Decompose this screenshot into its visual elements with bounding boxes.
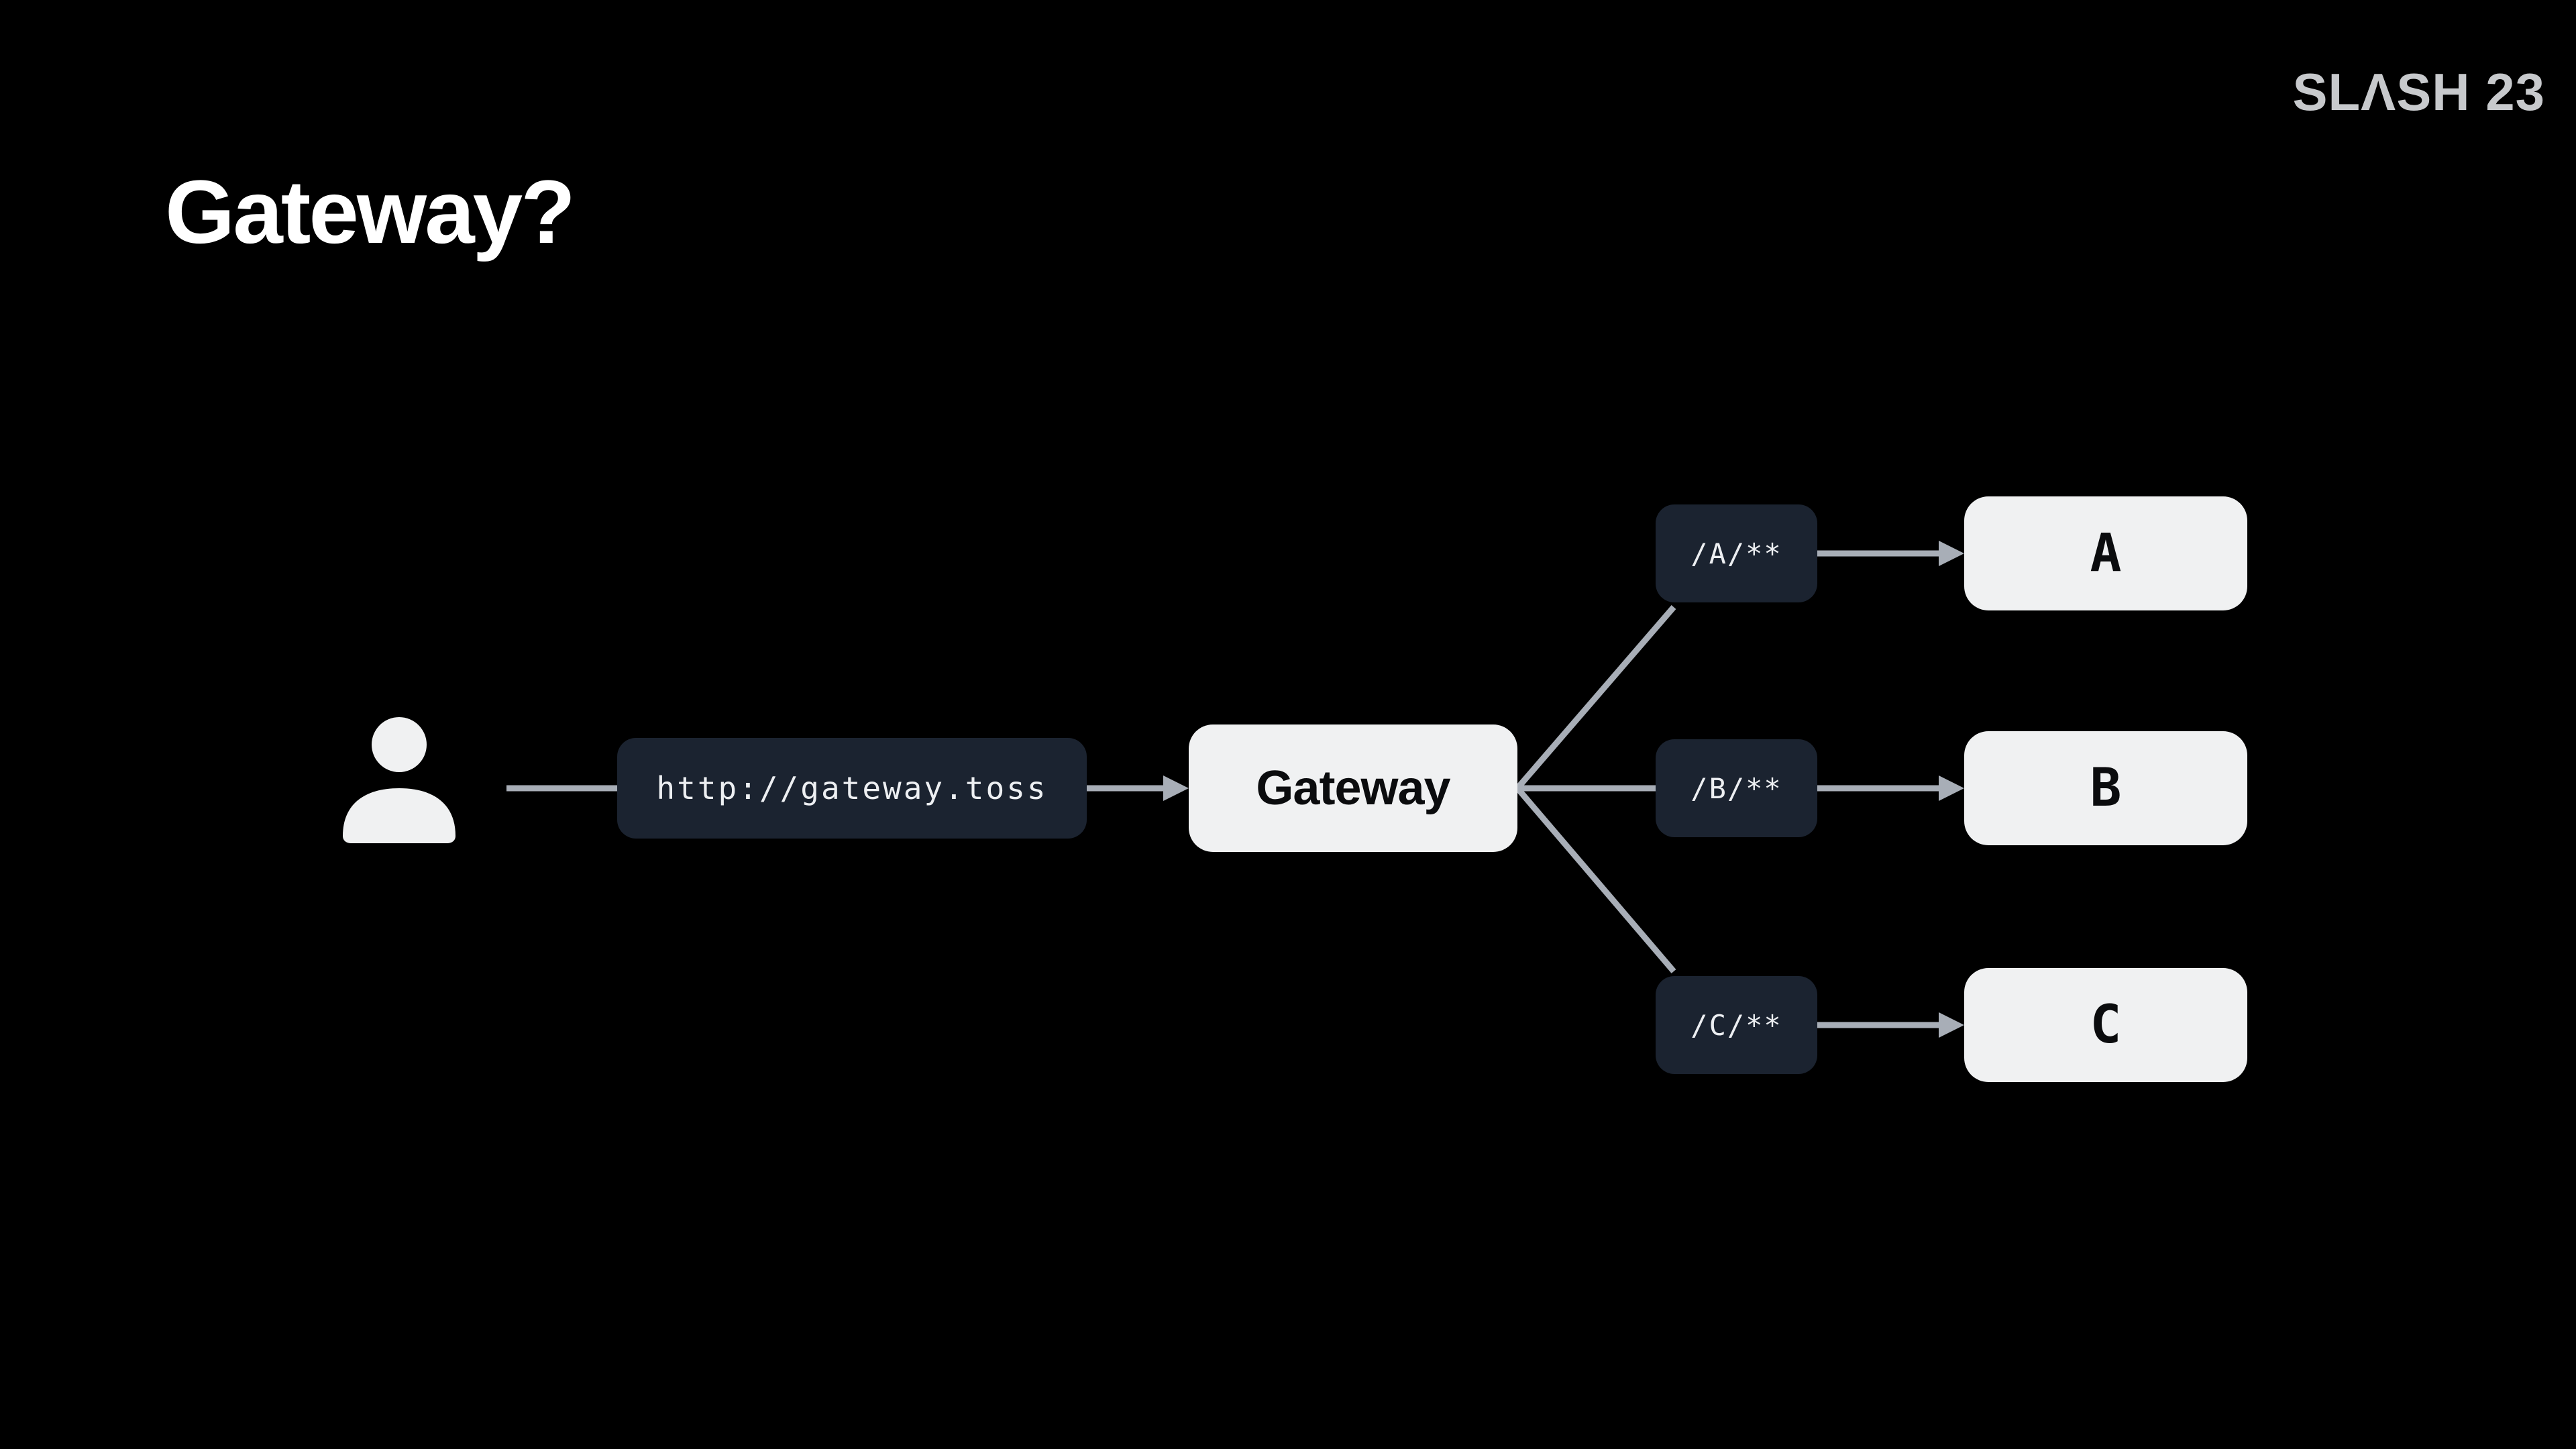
arrowhead-service-c xyxy=(1939,1012,1964,1038)
connector-gateway-to-route-a xyxy=(1515,605,1676,790)
route-node-b: /B/** xyxy=(1656,739,1817,837)
arrowhead-service-a xyxy=(1939,541,1964,566)
slash23-logo: SLΛSH 23 xyxy=(2292,62,2545,121)
service-node-b: B xyxy=(1964,731,2247,845)
route-node-c: /C/** xyxy=(1656,976,1817,1074)
arrowhead-service-b xyxy=(1939,775,1964,801)
arrowhead-url-to-gateway xyxy=(1163,775,1189,801)
route-node-a: /A/** xyxy=(1656,504,1817,602)
user-icon xyxy=(339,713,460,845)
gateway-node: Gateway xyxy=(1189,724,1517,852)
request-url-node: http://gateway.toss xyxy=(617,738,1087,839)
page-title: Gateway? xyxy=(165,162,576,262)
connector-gateway-to-route-c xyxy=(1515,786,1676,973)
service-node-c: C xyxy=(1964,968,2247,1082)
service-node-a: A xyxy=(1964,496,2247,610)
